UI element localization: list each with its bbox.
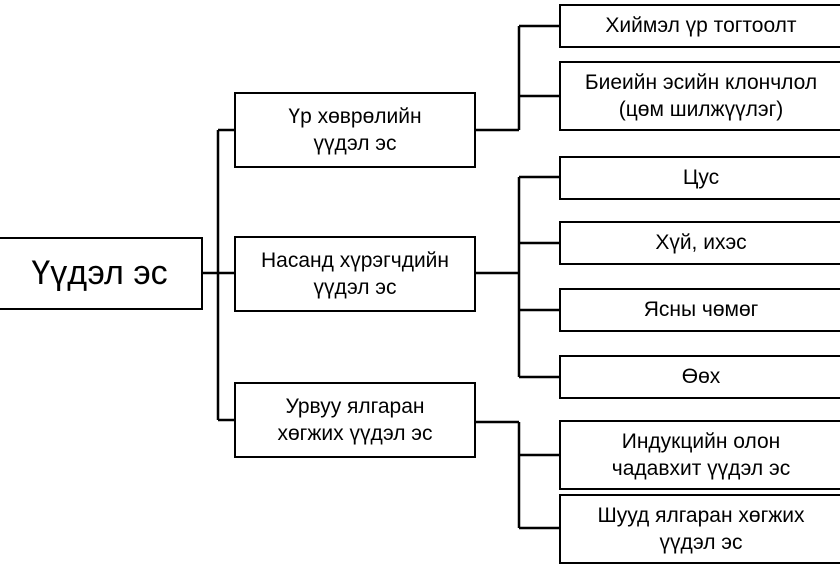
leaf-bone-marrow: Ясны чөмөг — [559, 288, 840, 332]
leaf-induced-pluripotent: Индукцийн олон чадавхит үүдэл эс — [559, 420, 840, 490]
leaf-label: Хүй, ихэс — [655, 231, 747, 255]
leaf-label: Шууд ялгаран хөгжих үүдэл эс — [597, 503, 805, 554]
root-label: Үүдэл эс — [31, 254, 168, 293]
category-embryonic: Үр хөврөлийн үүдэл эс — [234, 92, 476, 168]
leaf-blood: Цус — [559, 156, 840, 200]
leaf-label: Өөх — [681, 365, 721, 389]
leaf-direct-reprogramming: Шууд ялгаран хөгжих үүдэл эс — [559, 494, 840, 564]
root-node: Үүдэл эс — [0, 237, 203, 310]
leaf-somatic-cloning: Биеийн эсийн клончлол (цөм шилжүүлэг) — [559, 61, 840, 131]
leaf-label: Хиймэл үр тогтоолт — [605, 14, 797, 38]
leaf-artificial-insemination: Хиймэл үр тогтоолт — [559, 4, 840, 48]
category-reprogrammed: Урвуу ялгаран хөгжих үүдэл эс — [234, 382, 476, 458]
category-adult: Насанд хүрэгчдийн үүдэл эс — [234, 236, 476, 312]
leaf-fat: Өөх — [559, 355, 840, 399]
category-label: Урвуу ялгаран хөгжих үүдэл эс — [277, 394, 433, 445]
leaf-umbilical-placenta: Хүй, ихэс — [559, 221, 840, 265]
leaf-label: Ясны чөмөг — [643, 298, 759, 322]
category-label: Үр хөврөлийн үүдэл эс — [288, 104, 422, 155]
leaf-label: Биеийн эсийн клончлол (цөм шилжүүлэг) — [584, 70, 818, 121]
category-label: Насанд хүрэгчдийн үүдэл эс — [260, 248, 449, 299]
leaf-label: Цус — [682, 166, 720, 190]
leaf-label: Индукцийн олон чадавхит үүдэл эс — [611, 429, 791, 480]
